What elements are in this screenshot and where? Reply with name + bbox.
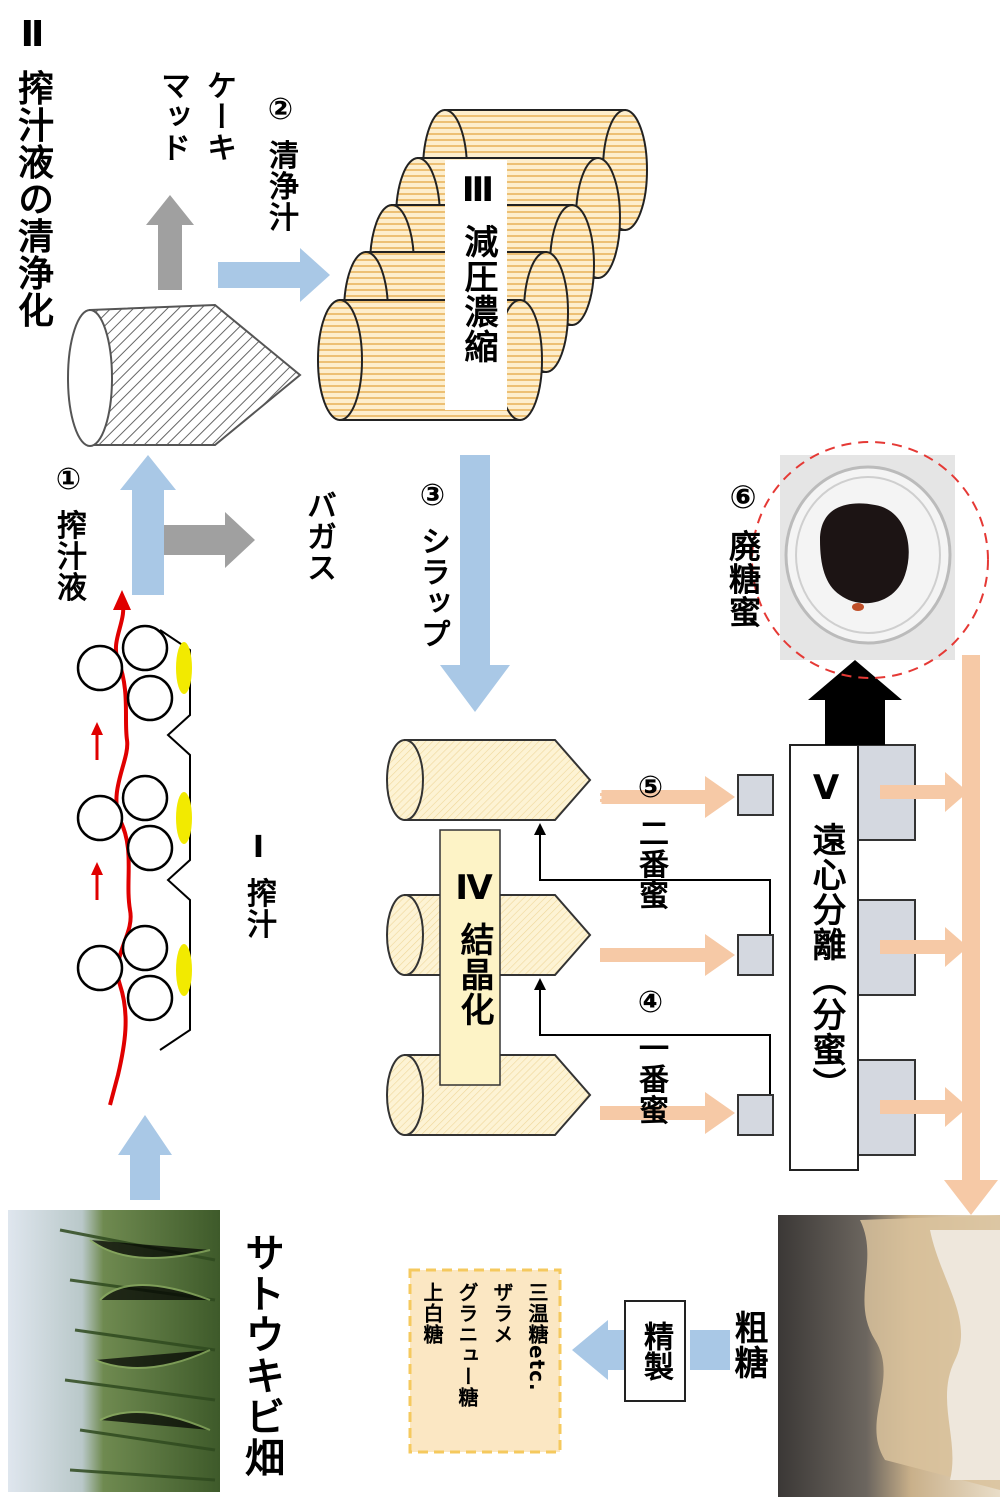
step2-title: Ⅱ 搾汁液の清浄化 bbox=[6, 14, 58, 329]
sugarcane-field-photo bbox=[8, 1210, 220, 1492]
step1-label: Ⅰ 搾汁 bbox=[236, 830, 280, 939]
field-label: サトウキビ畑 bbox=[232, 1232, 290, 1478]
clarifier-tank bbox=[68, 305, 300, 446]
raw-sugar-label: 粗糖 bbox=[724, 1310, 773, 1380]
product-item: グラニュー糖 bbox=[453, 1282, 482, 1447]
mud-cake-line1: マッド bbox=[150, 70, 194, 163]
syrup-label: ③ シラップ bbox=[410, 478, 454, 649]
product-item: 三温糖etc. bbox=[523, 1282, 552, 1447]
refining-label: 精製 bbox=[633, 1321, 677, 1381]
waste-molasses-photo bbox=[780, 455, 955, 660]
step4-label: Ⅳ 結晶化 bbox=[450, 868, 499, 1027]
step3-label: Ⅲ 減圧濃縮 bbox=[454, 170, 503, 364]
mud-cake-line2: ケーキ bbox=[196, 70, 240, 163]
molasses2-label: ⑤ 二番蜜 bbox=[628, 770, 672, 910]
flow-arrow-bagasse bbox=[164, 512, 255, 568]
products-list: 上白糖 グラニュー糖 ザラメ 三温糖etc. bbox=[418, 1282, 552, 1447]
bagasse-label: バガス bbox=[296, 490, 340, 583]
molasses1-label: ④ 一番蜜 bbox=[628, 985, 672, 1125]
product-item: 上白糖 bbox=[418, 1282, 447, 1447]
step5-label: Ⅴ 遠心分離（分蜜） bbox=[802, 768, 851, 1102]
refining-box: 精製 bbox=[624, 1300, 686, 1402]
raw-sugar-photo bbox=[778, 1215, 1000, 1497]
flow-arrow-waste bbox=[808, 660, 902, 745]
waste-molasses-label: ⑥ 廃糖蜜 bbox=[720, 478, 766, 628]
clear-juice-label: ② 清浄汁 bbox=[258, 92, 302, 232]
flow-arrow-mud bbox=[146, 195, 194, 290]
juice-label: ① 搾汁液 bbox=[46, 462, 90, 602]
flow-arrow-clear-juice bbox=[218, 248, 330, 302]
product-item: ザラメ bbox=[488, 1282, 517, 1447]
flow-arrow-field-to-mill bbox=[118, 1115, 172, 1200]
mill-rollers bbox=[78, 590, 192, 1105]
